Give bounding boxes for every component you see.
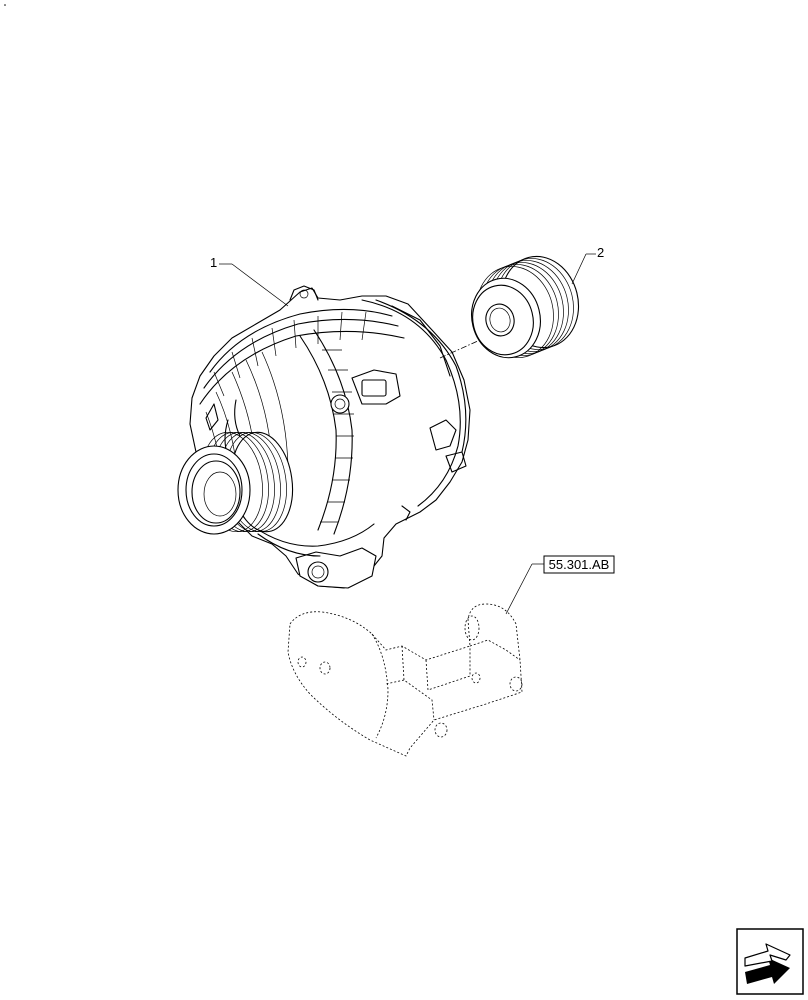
pulley-drawing [471,255,580,359]
reference-label: 55.301.AB [549,557,610,572]
mounting-bracket-drawing [287,603,523,757]
corner-dot-mark [4,4,6,6]
alternator-drawing [177,285,481,589]
callout-1-label: 1 [210,255,217,270]
next-page-arrow-icon[interactable] [736,928,804,995]
assembly-axis-line [439,339,481,359]
alternator-front-pulley [177,431,294,535]
callout-1[interactable]: 1 [210,255,289,307]
callout-2-label: 2 [597,245,604,260]
callout-2[interactable]: 2 [571,245,604,285]
reference-link-55-301-ab[interactable]: 55.301.AB [505,555,615,615]
